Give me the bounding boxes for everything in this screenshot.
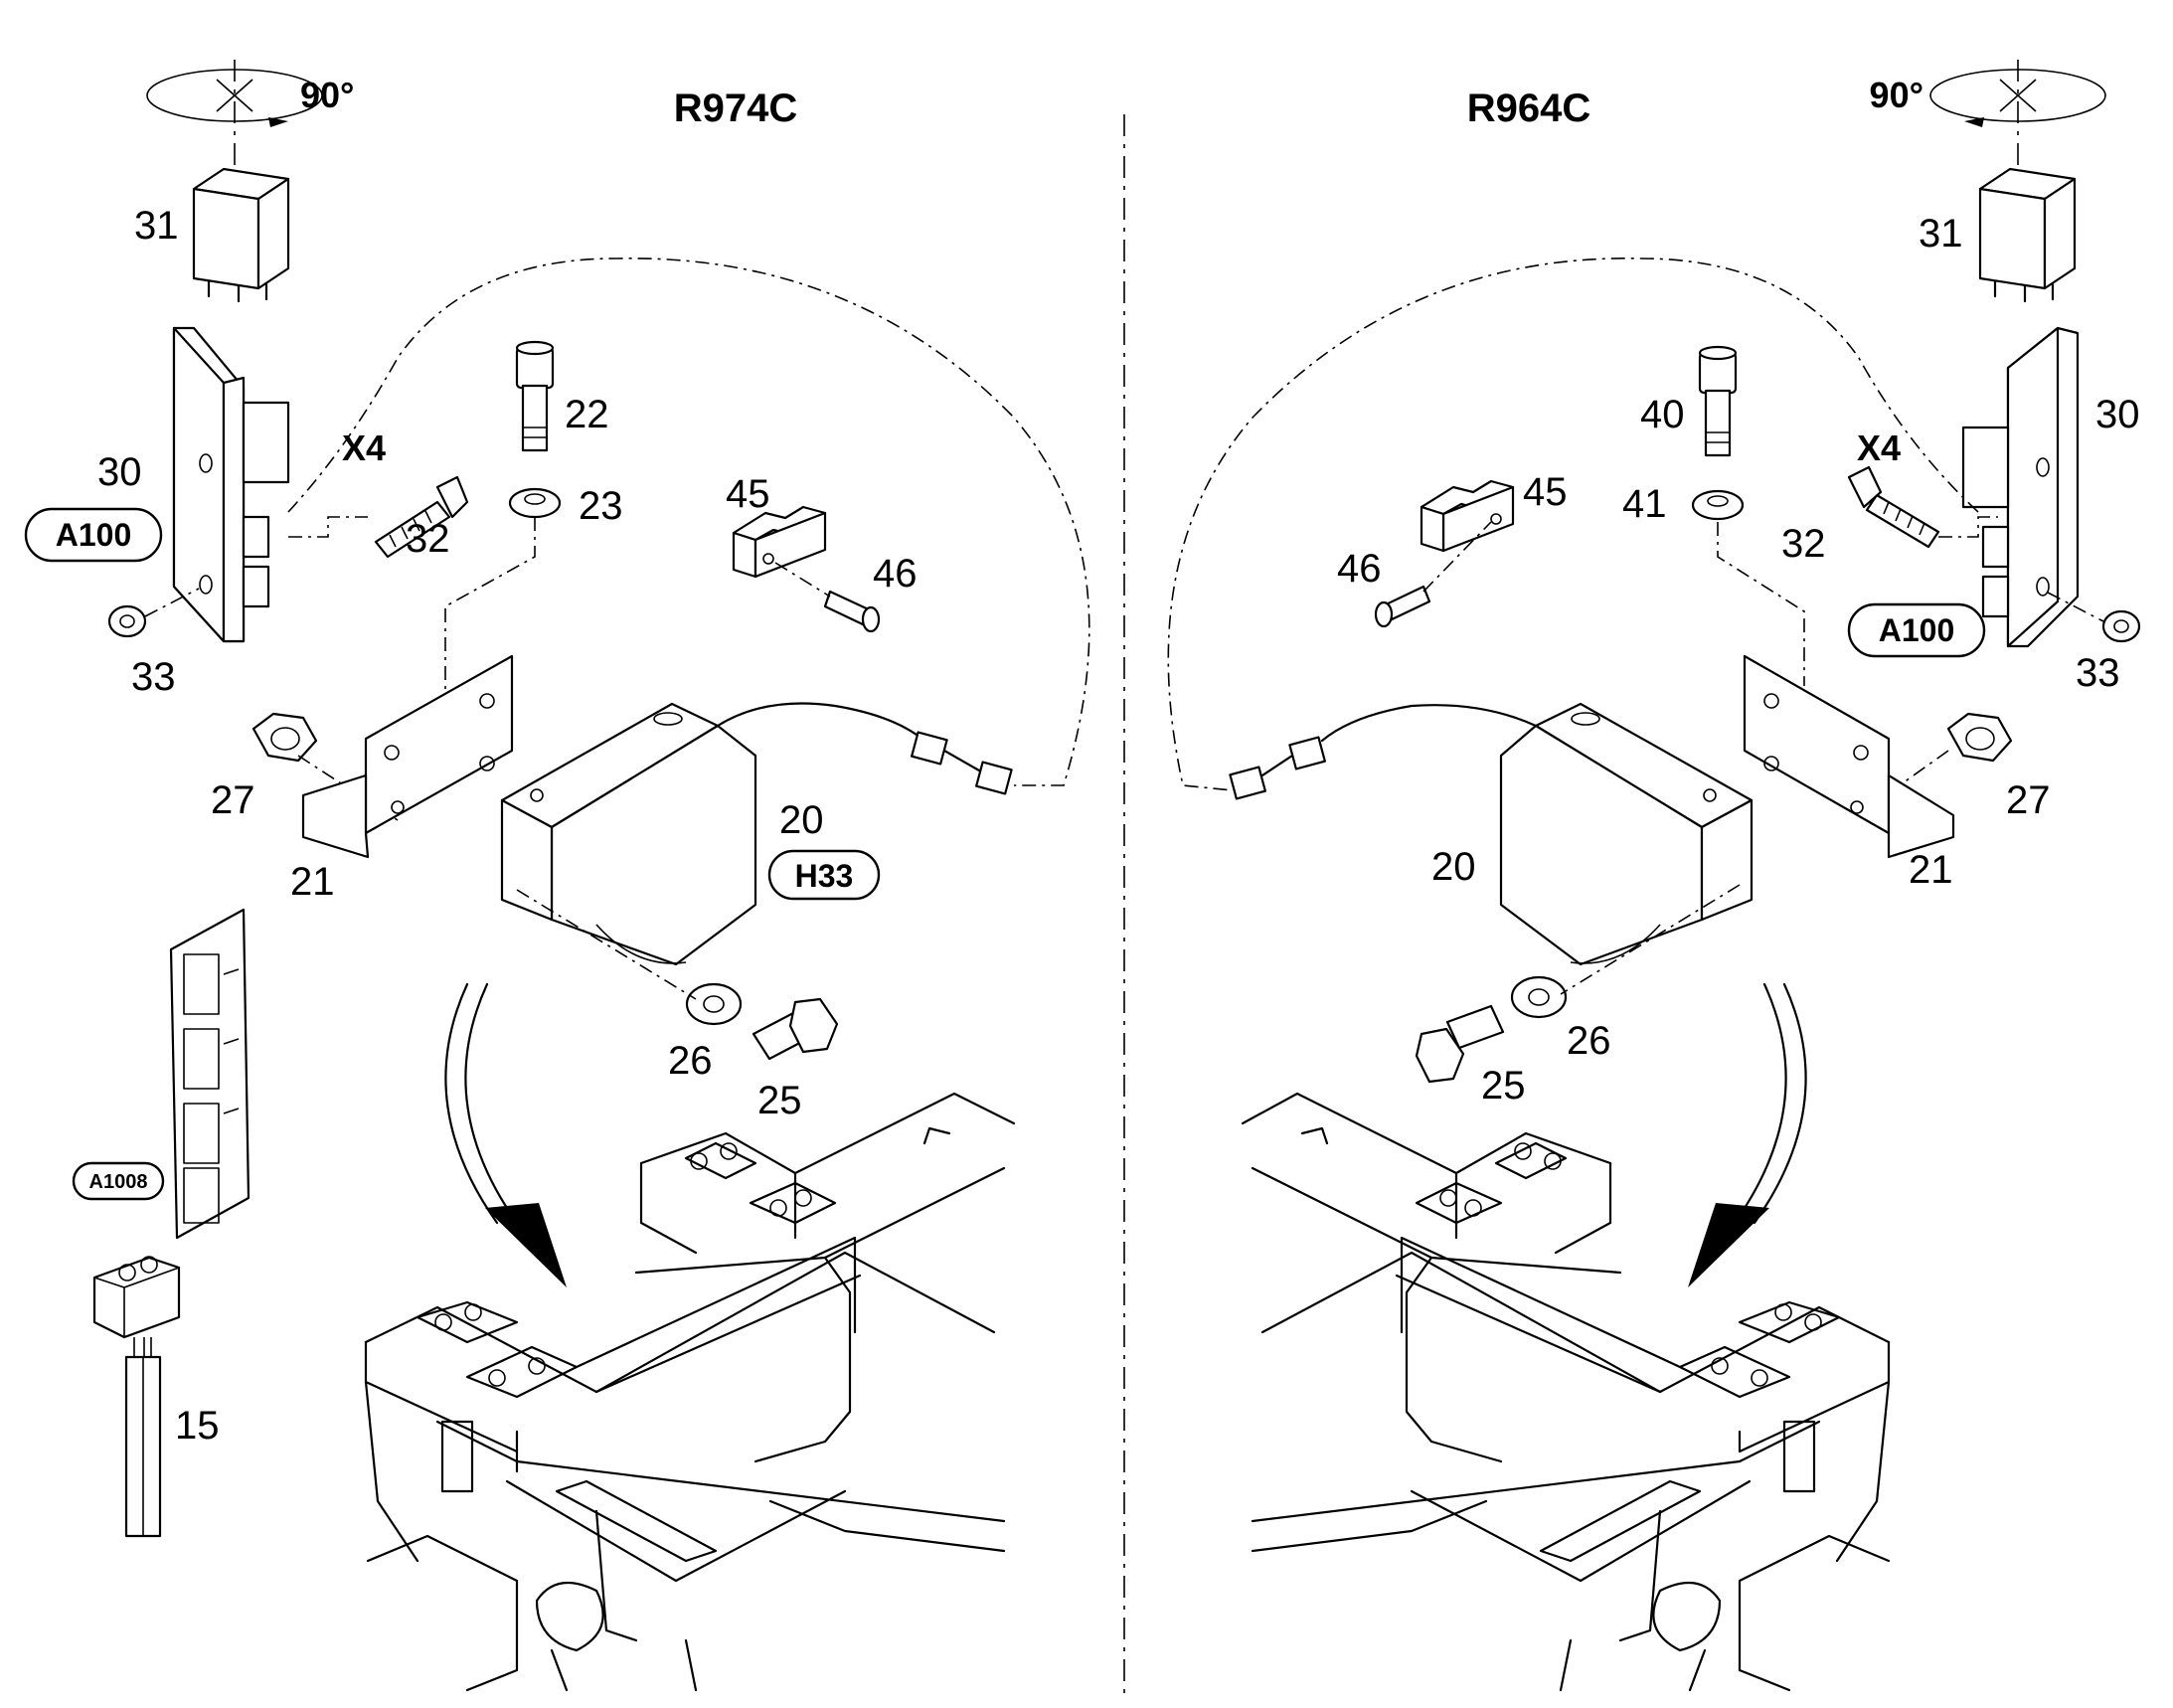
bolt-40-right (1698, 345, 1738, 457)
cable-15 (92, 1256, 181, 1538)
title-right: R964C (1467, 86, 1591, 130)
horn-20-left (500, 702, 757, 966)
part-label-40-right: 40 (1640, 393, 1685, 436)
washer-41-right (1691, 489, 1745, 521)
part-label-41-right: 41 (1622, 482, 1667, 526)
part-label-46-left: 46 (873, 552, 918, 596)
module-a1008 (169, 908, 251, 1240)
part-label-20-right: 20 (1431, 845, 1476, 889)
nut-27-right (1946, 712, 2013, 763)
badge-a1008: A1008 (72, 1161, 165, 1201)
screw-46-right (1374, 585, 1431, 628)
connector-label-x4-right: X4 (1857, 427, 1901, 468)
svg-text:A100: A100 (1879, 612, 1955, 648)
horn-20-right (1499, 702, 1754, 966)
badge-a100-left: A100 (24, 507, 163, 563)
part-label-25-right: 25 (1481, 1064, 1526, 1108)
part-label-31-right: 31 (1919, 212, 1963, 256)
relay-31-left (192, 167, 290, 303)
washer-23-left (508, 487, 562, 519)
part-label-21-right: 21 (1909, 848, 1953, 892)
bracket-30-left (172, 326, 290, 643)
part-label-32-right: 32 (1781, 522, 1826, 566)
chassis-frame-left (364, 1092, 1016, 1692)
rotation-label-left: 90° (300, 75, 354, 115)
clip-45-left (732, 505, 827, 579)
left-assembly: 90° 31 30 A100 X4 (24, 60, 1090, 1692)
washer-33-left (107, 604, 147, 638)
badge-a100-right: A100 (1847, 602, 1986, 658)
mount-arrow-right (1688, 982, 1807, 1287)
bracket-21-left (301, 654, 514, 859)
nut-27-left (251, 712, 318, 763)
mount-arrow-left (444, 982, 567, 1287)
svg-text:H33: H33 (795, 858, 854, 894)
washer-33-right (2101, 609, 2141, 643)
cable-left (716, 702, 1013, 795)
bracket-21-right (1743, 654, 1955, 859)
part-label-27-right: 27 (2006, 778, 2051, 822)
title-left: R974C (674, 86, 798, 130)
part-label-46-right: 46 (1337, 547, 1382, 591)
rotation-symbol-left: 90° (146, 60, 354, 169)
part-label-26-left: 26 (668, 1039, 713, 1083)
clip-45-right (1420, 479, 1515, 553)
washer-26-right (1510, 975, 1568, 1019)
part-label-20-left: 20 (779, 798, 824, 842)
part-label-45-left: 45 (726, 472, 770, 516)
part-label-26-right: 26 (1567, 1019, 1611, 1063)
relay-31-right (1978, 167, 2077, 303)
part-label-30-left: 30 (97, 450, 142, 494)
bolt-22-left (515, 340, 555, 452)
svg-text:A100: A100 (56, 517, 132, 553)
part-label-25-left: 25 (757, 1079, 802, 1122)
wire-route-left (287, 257, 1090, 786)
screw-32-left (374, 475, 469, 559)
connector-label-x4-left: X4 (342, 427, 386, 468)
part-label-33-right: 33 (2076, 651, 2120, 695)
cable-right (1229, 704, 1538, 800)
washer-26-left (685, 982, 743, 1026)
part-label-21-left: 21 (290, 860, 335, 904)
svg-text:A1008: A1008 (89, 1171, 148, 1193)
rotation-symbol-right: 90° (1870, 60, 2106, 169)
badge-h33-left: H33 (767, 849, 881, 901)
bolt-25-right (1415, 1004, 1505, 1084)
part-label-23-left: 23 (579, 484, 623, 528)
part-label-22-left: 22 (565, 393, 609, 436)
part-label-15: 15 (175, 1404, 220, 1448)
screw-46-left (823, 590, 881, 633)
part-label-33-left: 33 (131, 655, 176, 699)
part-label-45-right: 45 (1523, 470, 1568, 514)
part-label-32-left: 32 (406, 517, 450, 561)
part-label-27-left: 27 (211, 778, 255, 822)
bracket-30-right (1961, 326, 2080, 648)
screw-32-right (1847, 465, 1940, 549)
rotation-label-right: 90° (1870, 75, 1923, 115)
chassis-frame-right (1241, 1092, 1891, 1692)
part-label-30-right: 30 (2095, 393, 2140, 436)
right-assembly: 90° 31 30 X4 32 (1167, 60, 2141, 1692)
bolt-25-left (752, 997, 839, 1061)
part-label-31-left: 31 (134, 204, 179, 248)
